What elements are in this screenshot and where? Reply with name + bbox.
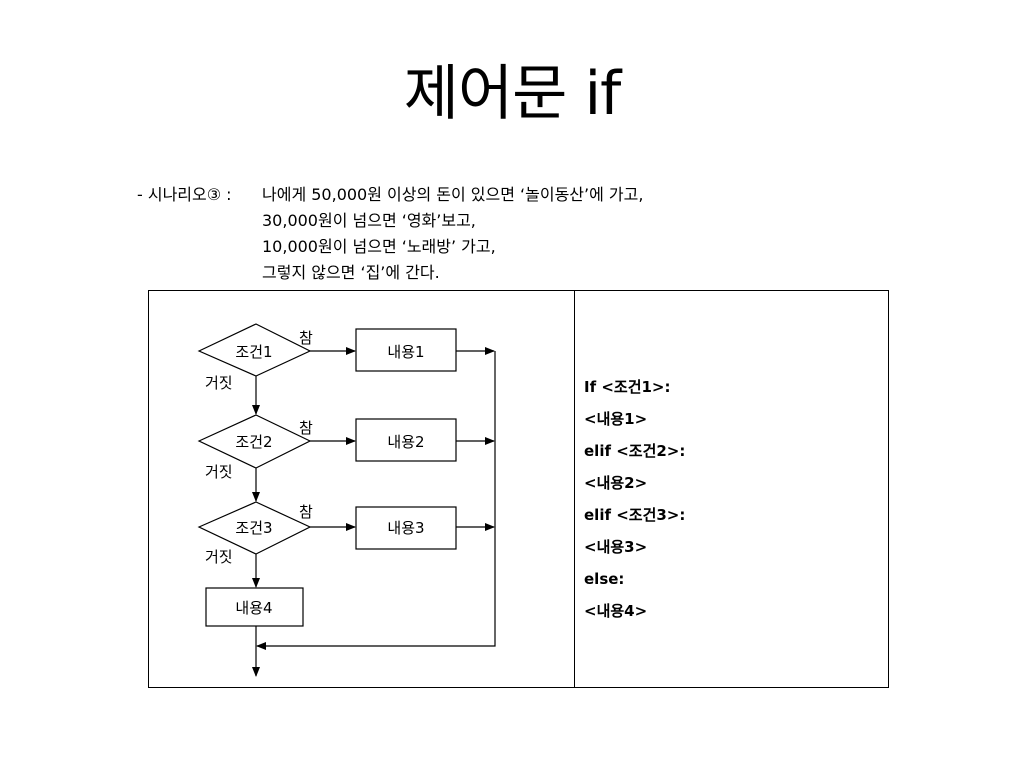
code-line: else: [584, 570, 625, 588]
scenario-prefix: - 시나리오③ : [137, 185, 232, 204]
true-label-3: 참 [299, 503, 313, 521]
content-4-label: 내용4 [235, 599, 272, 617]
content-2-label: 내용2 [387, 433, 424, 451]
content-1-box [355, 328, 457, 372]
code-line: elif <조건3>: [584, 506, 686, 524]
content-3-box [355, 506, 457, 550]
scenario-line: 30,000원이 넘으면 ‘영화’보고, [137, 208, 643, 234]
column-divider [574, 291, 575, 687]
false-label-3: 거짓 [205, 548, 233, 566]
scenario-line: 그렇지 않으면 ‘집’에 간다. [137, 260, 643, 286]
scenario-text: 10,000원이 넘으면 ‘노래방’ 가고, [262, 237, 496, 256]
scenario-prefix [137, 260, 262, 286]
true-label-2: 참 [299, 419, 313, 437]
true-label-1: 참 [299, 329, 313, 347]
content-4-box [205, 587, 304, 627]
scenario-prefix [137, 234, 262, 260]
scenario-description: - 시나리오③ : 나에게 50,000원 이상의 돈이 있으면 ‘놀이동산’에… [137, 182, 643, 286]
slide-title: 제어문 if [403, 59, 621, 129]
false-label-1: 거짓 [205, 374, 233, 392]
scenario-text: 30,000원이 넘으면 ‘영화’보고, [262, 211, 476, 230]
scenario-text: 나에게 50,000원 이상의 돈이 있으면 ‘놀이동산’에 가고, [262, 185, 644, 204]
condition-3-label: 조건3 [235, 519, 272, 537]
condition-1-label: 조건1 [235, 343, 272, 361]
code-line: elif <조건2>: [584, 442, 686, 460]
python-code-block: If <조건1>: <내용1> elif <조건2>: <내용2> elif <… [584, 371, 685, 627]
scenario-prefix [137, 208, 262, 234]
content-3-label: 내용3 [387, 519, 424, 537]
condition-2-label: 조건2 [235, 433, 272, 451]
scenario-text: 그렇지 않으면 ‘집’에 간다. [262, 263, 440, 282]
code-line: If <조건1>: [584, 378, 671, 396]
diagram-panel: 조건1 조건2 조건3 내용1 내용2 내용3 내용4 참 참 참 거짓 거짓 … [148, 290, 889, 688]
scenario-line: 10,000원이 넘으면 ‘노래방’ 가고, [137, 234, 643, 260]
content-1-label: 내용1 [387, 343, 424, 361]
false-label-2: 거짓 [205, 463, 233, 481]
code-line: <내용4> [584, 602, 648, 620]
if-elif-flowchart: 조건1 조건2 조건3 내용1 내용2 내용3 내용4 참 참 참 거짓 거짓 … [197, 323, 496, 677]
content-2-box [355, 418, 457, 462]
code-line: <내용2> [584, 474, 648, 492]
scenario-line: - 시나리오③ : 나에게 50,000원 이상의 돈이 있으면 ‘놀이동산’에… [137, 182, 643, 208]
code-line: <내용1> [584, 410, 648, 428]
merge-line [256, 351, 496, 650]
code-line: <내용3> [584, 538, 648, 556]
